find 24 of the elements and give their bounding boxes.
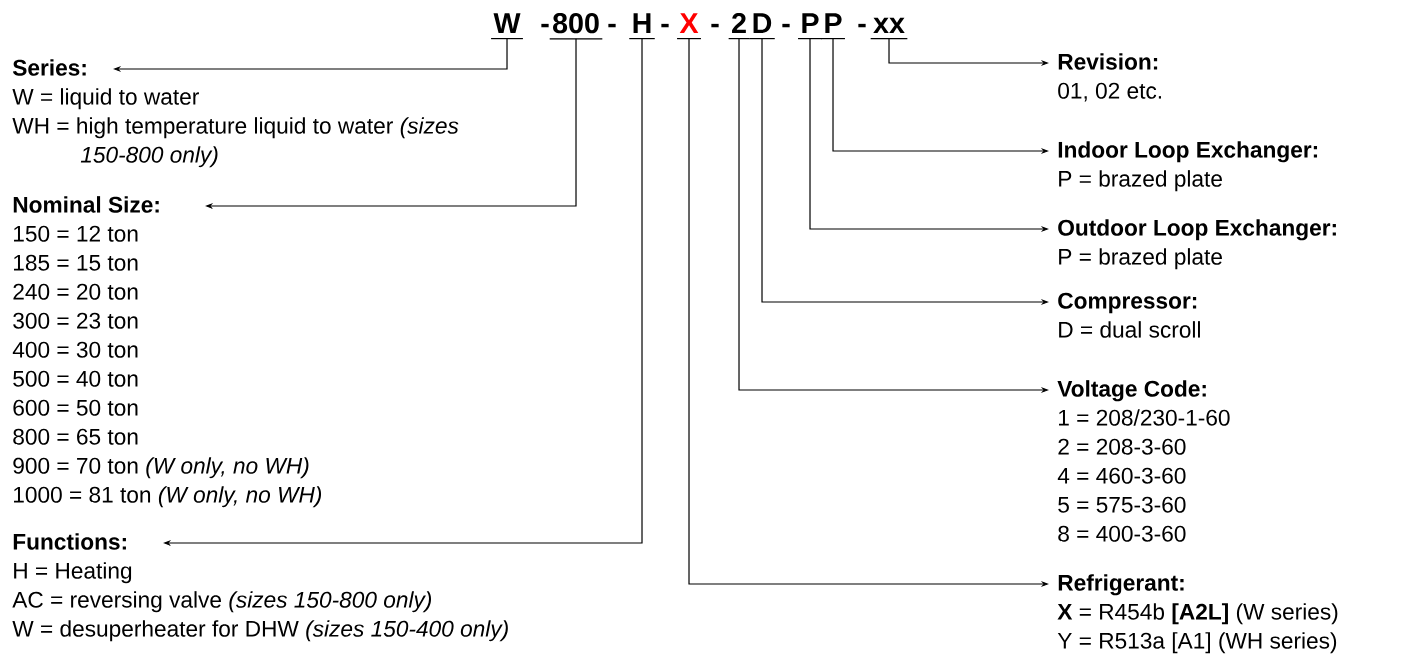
code-segment: H <box>628 13 656 40</box>
hyphen: - <box>711 23 719 28</box>
legend-text: Functions: H = Heating AC = reversing valve (sizes 150-800 only) W = desuperheater for DHW (sizes 150-400 only) <box>12 533 508 642</box>
hyphen: - <box>858 23 866 28</box>
code-segment: xx <box>870 17 908 40</box>
legend-text: Outdoor Loop Exchanger: P = brazed plate <box>1058 219 1336 270</box>
legend-text: Compressor: D = dual scroll <box>1058 292 1200 338</box>
hyphen: - <box>608 23 616 28</box>
legend-text: Voltage Code: 1 = 208/230-1-60 2 = 208-3-60 4 = 460-3-60 5 = 575-3-60 8 = 400-3-60 <box>1057 380 1230 542</box>
legend-text: Nominal Size: 150 = 12 ton 185 = 15 ton 240 = 20 ton 300 = 23 ton 400 = 30 ton 500 = 40 ton 600 = 50 ton 800 = 65 ton 900 = 70 ton (W only, no WH) 1000 = 81 ton (W only, no WH) <box>12 196 322 508</box>
hyphen: - <box>541 23 549 28</box>
hyphen: - <box>782 23 790 28</box>
legend-text: Indoor Loop Exchanger: P = brazed plate <box>1058 141 1318 192</box>
legend-text: Revision: 01, 02 etc. <box>1058 53 1162 102</box>
code-segment: P <box>797 13 823 40</box>
legend-text: Refrigerant: X = R454b [A2L] (W series) Y = R513a [A1] (WH series) <box>1057 574 1338 654</box>
hyphen: - <box>661 23 669 28</box>
code-segment: P <box>820 13 846 40</box>
code-segment: X <box>676 13 702 40</box>
code-segment: W <box>490 13 524 40</box>
code-segment: 800 <box>549 13 603 40</box>
legend-text: Series: W = liquid to water WH = high temperature liquid to water (sizes 150-800 only) <box>12 59 459 168</box>
code-segment: 2 <box>728 13 750 40</box>
code-segment: D <box>748 13 776 40</box>
